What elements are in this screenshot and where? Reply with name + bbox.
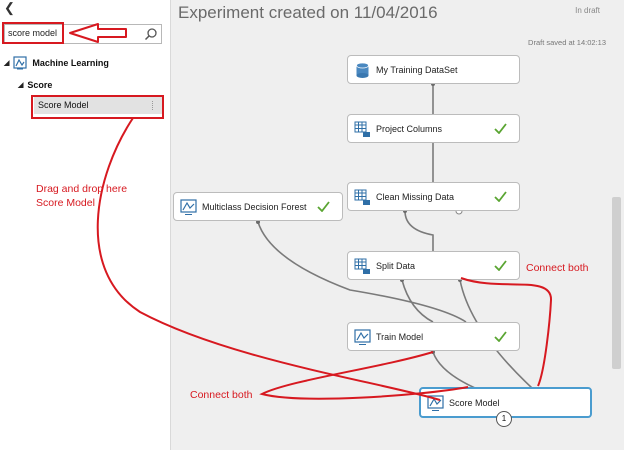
module-multiclass-decision-forest[interactable]: Multiclass Decision Forest: [173, 192, 343, 221]
checkmark-icon: [494, 123, 507, 134]
module-label: Split Data: [376, 261, 416, 271]
machine-learning-icon: [354, 329, 371, 345]
machine-learning-icon: [13, 56, 27, 70]
checkmark-icon: [494, 191, 507, 202]
connector-line: [404, 210, 434, 251]
checkmark-icon: [317, 201, 330, 212]
drag-drop-annotation: Drag and drop here Score Model: [36, 182, 127, 210]
module-label: Project Columns: [376, 124, 443, 134]
module-clean-missing-data[interactable]: Clean Missing Data: [347, 182, 520, 211]
tree-subcategory-label: Score: [27, 80, 53, 90]
table-columns-icon: [354, 189, 370, 205]
module-label: Score Model: [449, 398, 500, 408]
connector-line: [432, 351, 476, 389]
module-project-columns[interactable]: Project Columns: [347, 114, 520, 143]
tree-category-label: Machine Learning: [32, 58, 109, 68]
status-label: In draft: [575, 6, 600, 15]
vertical-scrollbar[interactable]: [612, 197, 621, 369]
module-my-training-dataset[interactable]: My Training DataSet: [347, 55, 520, 84]
module-label: Clean Missing Data: [376, 192, 455, 202]
tree-subcategory-score[interactable]: ◢ Score: [18, 79, 52, 91]
machine-learning-icon: [427, 395, 444, 411]
module-train-model[interactable]: Train Model: [347, 322, 520, 351]
connect-annotation-left: Connect both: [190, 389, 253, 401]
dataset-icon: [356, 62, 369, 78]
draft-saved-label: Draft saved at 14:02:13: [528, 38, 606, 47]
table-columns-icon: [354, 121, 370, 137]
search-icon[interactable]: [144, 27, 158, 41]
table-columns-icon: [354, 258, 370, 274]
expand-triangle-icon[interactable]: ◢: [4, 60, 10, 67]
drag-annotation-line: Score Model: [36, 197, 95, 209]
module-label: My Training DataSet: [376, 65, 458, 75]
connect-annotation-right: Connect both: [526, 262, 589, 274]
module-label: Train Model: [376, 332, 424, 342]
drag-annotation-line: Drag and drop here: [36, 183, 128, 195]
module-split-data[interactable]: Split Data: [347, 251, 520, 280]
expand-triangle-icon[interactable]: ◢: [18, 82, 24, 89]
checkmark-icon: [494, 260, 507, 271]
back-arrow-icon[interactable]: ❮: [4, 0, 15, 15]
tree-category-machine-learning[interactable]: ◢ Machine Learning: [4, 56, 109, 70]
output-port-badge[interactable]: 1: [496, 411, 512, 427]
checkmark-icon: [494, 331, 507, 342]
experiment-title[interactable]: Experiment created on 11/04/2016: [178, 3, 438, 22]
module-label: Multiclass Decision Forest: [202, 202, 307, 212]
machine-learning-icon: [180, 199, 197, 215]
